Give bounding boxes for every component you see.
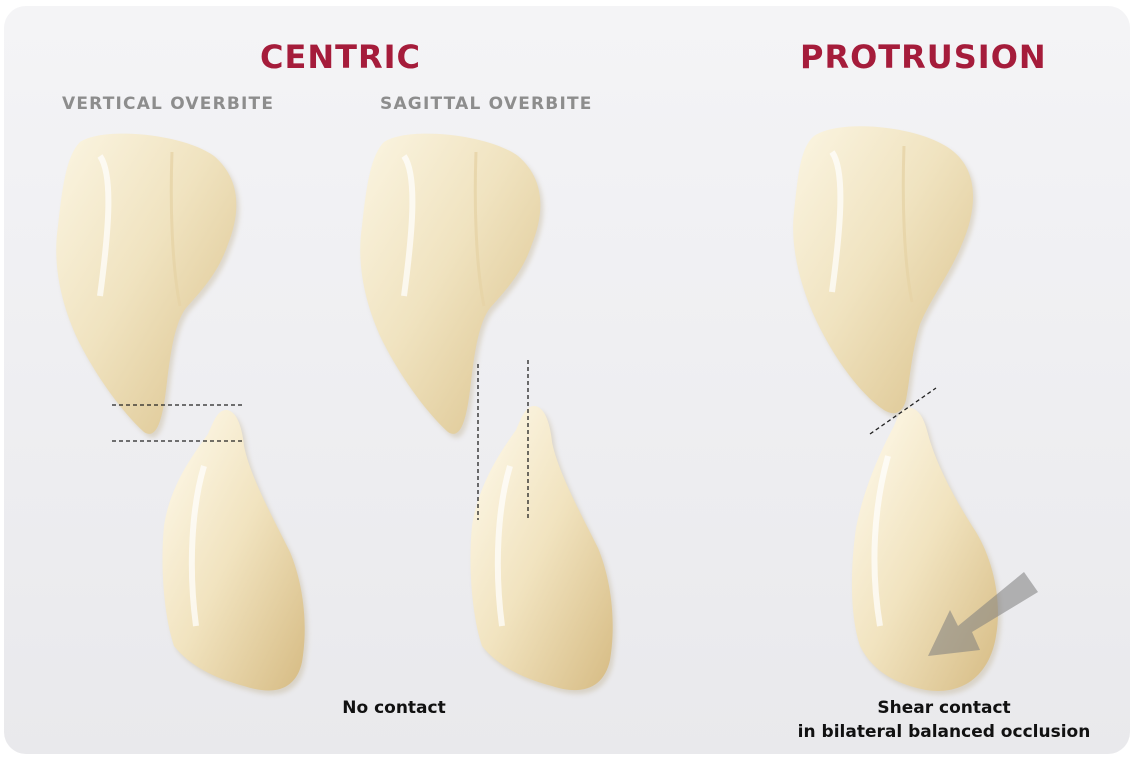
vertical-lower-tooth [162,410,307,695]
caption-no-contact: No contact [304,696,484,720]
subheading-vertical-overbite: VERTICAL OVERBITE [62,94,274,114]
caption-shear-line1: Shear contact [794,696,1094,720]
diagram-panel: CENTRIC PROTRUSION VERTICAL OVERBITE SAG… [4,6,1130,754]
caption-shear-line2: in bilateral balanced occlusion [794,720,1094,744]
protrusion-lower-tooth [852,408,1001,695]
sagittal-lower-tooth [470,406,615,694]
teeth-illustration [4,6,1130,754]
subheading-sagittal-overbite: SAGITTAL OVERBITE [380,94,593,114]
vertical-upper-tooth [56,134,239,438]
protrusion-upper-tooth [793,126,976,417]
heading-protrusion: PROTRUSION [800,38,1047,76]
caption-shear-contact: Shear contact in bilateral balanced occl… [794,696,1094,744]
sagittal-upper-tooth [360,134,543,438]
heading-centric: CENTRIC [260,38,421,76]
